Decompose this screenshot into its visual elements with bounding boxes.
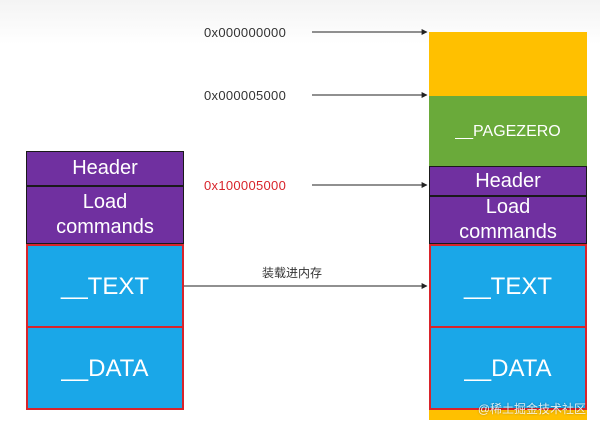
right-load-commands-label: Load commands [459, 196, 557, 243]
right-unmapped-block [429, 32, 587, 96]
load-into-memory-label: 装载进内存 [262, 266, 323, 280]
right-data-segment-label: __DATA [464, 354, 552, 382]
right-pagezero-block: __PAGEZERO [429, 96, 587, 166]
right-text-segment-label: __TEXT [463, 272, 553, 300]
right-bottom-strip [429, 410, 587, 420]
address-label-0: 0x000000000 [204, 25, 287, 40]
left-data-segment-block: __DATA [26, 326, 184, 410]
left-text-segment-block: __TEXT [26, 244, 184, 328]
left-header-block: Header [26, 151, 184, 186]
right-text-segment-block: __TEXT [429, 244, 587, 328]
right-data-segment-block: __DATA [429, 326, 587, 410]
left-data-segment-label: __DATA [61, 354, 149, 382]
right-header-label: Header [475, 169, 541, 192]
left-text-segment-label: __TEXT [60, 272, 150, 300]
address-label-100005000: 0x100005000 [204, 178, 287, 193]
watermark-text: @稀土掘金技术社区 [477, 402, 586, 416]
right-pagezero-label: __PAGEZERO [455, 122, 561, 140]
address-label-5000: 0x000005000 [204, 88, 287, 103]
right-load-commands-block: Load commands [429, 196, 587, 244]
left-load-commands-label: Load commands [56, 191, 154, 238]
right-header-block: Header [429, 166, 587, 196]
left-load-commands-block: Load commands [26, 186, 184, 244]
left-header-label: Header [72, 157, 138, 179]
